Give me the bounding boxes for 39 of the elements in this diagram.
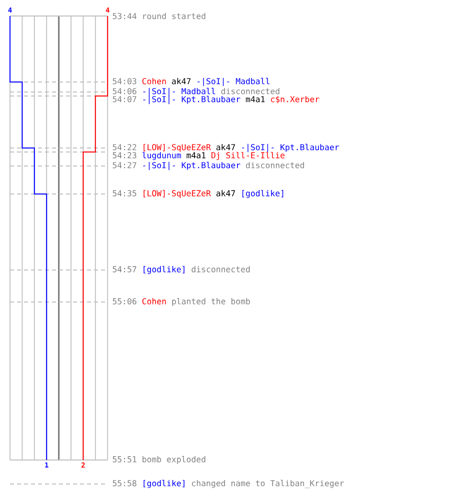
log-text: bomb exploded (142, 456, 206, 464)
log-text: -|SoI|- Kpt.Blaubaer (143, 96, 240, 104)
log-text: disconnected (221, 88, 280, 94)
log-text: disconnected (192, 266, 250, 272)
timestamp: 54:06 (112, 88, 136, 94)
timestamp: 55:51 (112, 456, 136, 462)
log-text: [godlike] (144, 480, 184, 488)
log-text: ak47 (172, 78, 191, 84)
log-text: [godlike] (144, 266, 184, 274)
log-text: ak47 (216, 190, 235, 196)
timestamp: 55:58 (112, 480, 136, 486)
log-text: changed name to Taliban_Krieger (192, 480, 344, 488)
timestamp: 54:57 (112, 266, 136, 272)
timestamp: 54:27 (112, 162, 136, 168)
log-text: Cohen (142, 298, 166, 304)
log-text: ak47 (216, 144, 235, 150)
log-text: c$n.Xerber (270, 96, 320, 104)
log-text: Cohen (142, 78, 166, 84)
timestamp: 54:35 (112, 190, 136, 196)
log-text: round started (143, 12, 206, 20)
log-text: lugdunum (142, 152, 181, 160)
log-text: -|SoI|- Kpt.Blaubaer (143, 162, 240, 170)
log-text: [godlike] (242, 190, 284, 198)
timestamp: 54:22 (112, 144, 136, 150)
timestamp: 54:07 (112, 96, 136, 102)
timestamp: 53:44 (112, 12, 136, 20)
timestamp: 54:23 (112, 152, 136, 158)
log-text: m4a1 (186, 152, 206, 158)
log-text: m4a1 (246, 96, 265, 102)
log-text: disconnected (246, 162, 304, 168)
timestamp: 54:03 (112, 78, 136, 84)
timestamp: 55:06 (112, 298, 136, 304)
log-text: planted the bomb (172, 298, 250, 306)
log-text: -|SoI|- Madball (143, 88, 216, 96)
log-text: -|SoI|- Kpt.Blaubaer (242, 144, 339, 152)
log-text: Dj Sill-E-Illie (211, 152, 284, 160)
log-text: [LOW]-SqUeEZeR (144, 144, 211, 152)
log-text: [LOW]-SqUeEZeR (144, 190, 211, 198)
log-text: -|SoI|- Madball (198, 78, 270, 86)
